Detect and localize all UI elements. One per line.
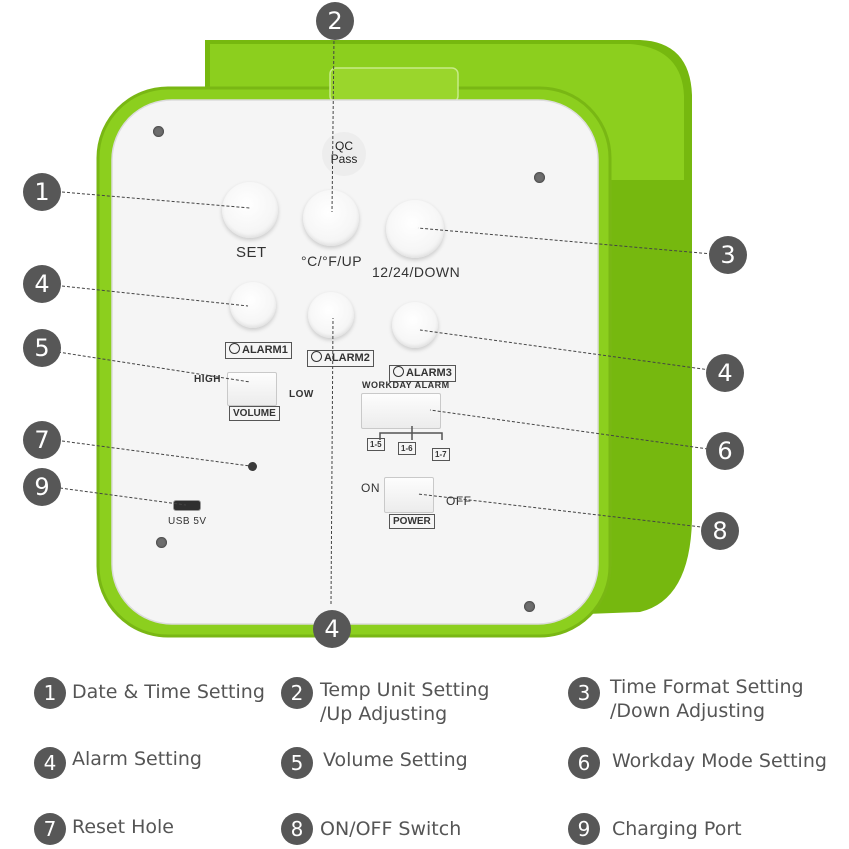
- legend-text-3: Time Format Setting /Down Adjusting: [610, 676, 804, 722]
- legend-text-1: Date & Time Setting: [72, 681, 265, 703]
- callout-9: 9: [23, 468, 61, 506]
- workday-option-1-5: 1-5: [367, 438, 385, 451]
- screw-top-right: [534, 172, 545, 183]
- qc-sticker: QC Pass: [322, 132, 366, 176]
- callout-4-right: 4: [706, 354, 744, 392]
- qc-line-2: Pass: [330, 152, 358, 166]
- legend-num-4: 4: [34, 747, 66, 779]
- callout-4-left: 4: [23, 265, 61, 303]
- set-button[interactable]: [222, 182, 278, 238]
- callout-4-bottom: 4: [313, 610, 351, 648]
- callout-6: 6: [706, 432, 744, 470]
- alarm-clock-icon: [229, 343, 240, 354]
- power-on-label: ON: [361, 481, 380, 495]
- legend-text-2: Temp Unit Setting /Up Adjusting: [320, 679, 490, 725]
- alarm1-label: ALARM1: [225, 342, 292, 359]
- leader-lines: [57, 35, 713, 605]
- legend: 1 Date & Time Setting 2 Temp Unit Settin…: [0, 660, 849, 849]
- alarm2-label: ALARM2: [307, 350, 374, 367]
- alarm-clock-icon: [311, 351, 322, 362]
- volume-switch[interactable]: [227, 372, 277, 406]
- legend-num-9: 9: [568, 813, 600, 845]
- legend-num-6: 6: [568, 747, 600, 779]
- qc-line-1: QC: [335, 139, 353, 153]
- legend-num-1: 1: [34, 677, 66, 709]
- usb-label: USB 5V: [168, 516, 207, 527]
- alarm3-button[interactable]: [392, 302, 438, 348]
- volume-low-label: LOW: [289, 389, 314, 400]
- legend-text-8: ON/OFF Switch: [320, 818, 462, 840]
- callout-2: 2: [316, 2, 354, 40]
- screw-top-left: [153, 126, 164, 137]
- power-label: POWER: [389, 514, 435, 529]
- alarm3-label: ALARM3: [389, 365, 456, 382]
- callout-5: 5: [23, 329, 61, 367]
- power-off-label: OFF: [446, 494, 472, 508]
- workday-option-1-6: 1-6: [398, 442, 416, 455]
- up-button[interactable]: [303, 190, 359, 246]
- legend-text-5: Volume Setting: [323, 749, 468, 771]
- screw-bottom-right: [524, 601, 535, 612]
- alarm-clock-icon: [393, 366, 404, 377]
- legend-text-6: Workday Mode Setting: [612, 750, 827, 772]
- up-label: °C/°F/UP: [301, 253, 363, 269]
- legend-num-7: 7: [34, 813, 66, 845]
- callout-1: 1: [23, 173, 61, 211]
- device-illustration: QC Pass SET °C/°F/UP 12/24/DOWN ALARM1 A…: [23, 2, 747, 648]
- screw-bottom-left: [156, 537, 167, 548]
- reset-hole[interactable]: [248, 462, 257, 471]
- usb-port[interactable]: [173, 500, 201, 511]
- callout-7: 7: [23, 421, 61, 459]
- alarm2-button[interactable]: [308, 292, 354, 338]
- legend-num-3: 3: [568, 677, 600, 709]
- set-label: SET: [236, 244, 267, 261]
- legend-text-9: Charging Port: [612, 818, 742, 840]
- callout-3: 3: [709, 236, 747, 274]
- workday-switch[interactable]: [361, 393, 441, 429]
- workday-option-1-7: 1-7: [432, 448, 450, 461]
- legend-text-4: Alarm Setting: [72, 748, 202, 770]
- workday-bracket: [379, 426, 443, 440]
- volume-high-label: HIGH: [194, 374, 221, 385]
- volume-label: VOLUME: [229, 406, 280, 421]
- legend-num-2: 2: [281, 677, 313, 709]
- down-button[interactable]: [386, 200, 444, 258]
- callout-8: 8: [701, 512, 739, 550]
- down-label: 12/24/DOWN: [372, 264, 461, 280]
- legend-num-5: 5: [281, 747, 313, 779]
- workday-alarm-label: WORKDAY ALARM: [362, 380, 450, 390]
- legend-text-7: Reset Hole: [72, 816, 174, 838]
- legend-num-8: 8: [281, 813, 313, 845]
